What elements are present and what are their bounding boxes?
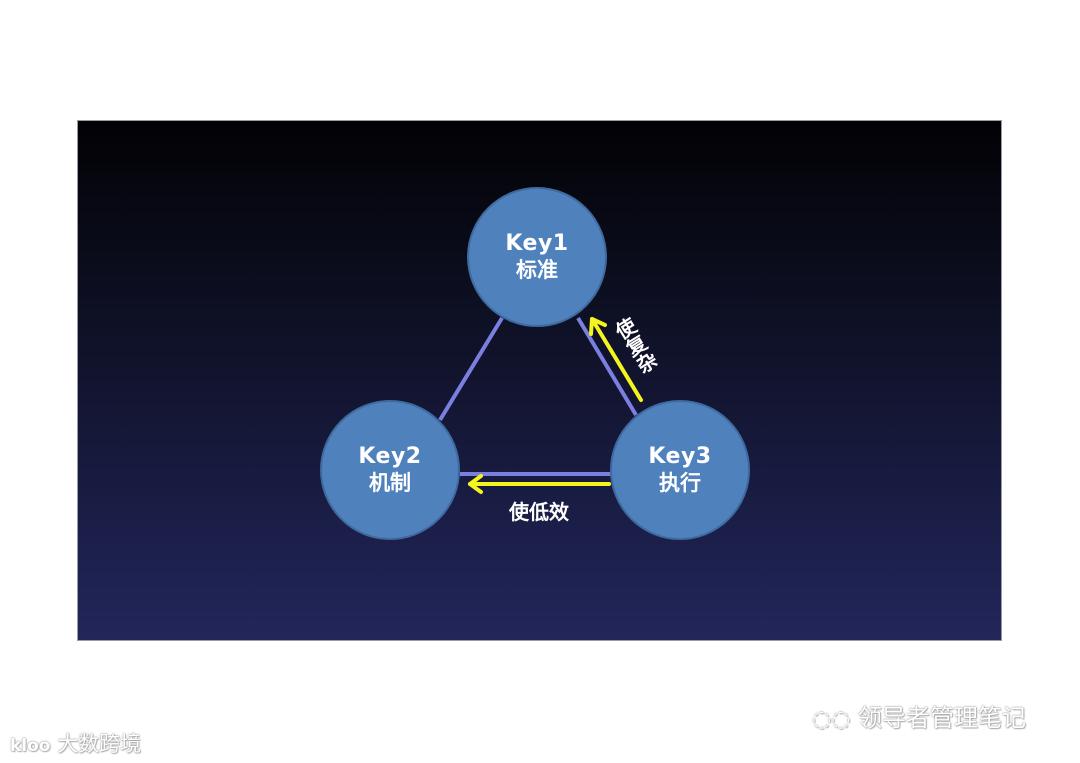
node-key1: Key1 标准 [467,187,607,327]
kloo-logo-icon: kloo [10,736,51,756]
node-key1-label: 标准 [516,257,558,282]
node-key3: Key3 执行 [610,400,750,540]
watermark-left: kloo 大数跨境 [10,728,141,758]
arrow-icon-to-key2 [468,474,611,494]
watermark-left-text: 大数跨境 [57,732,142,756]
arrow-label-inefficient: 使低效 [509,500,569,524]
node-key2-title: Key2 [358,443,422,469]
node-key2-label: 机制 [369,470,411,495]
watermark-right-text: 领导者管理笔记 [858,704,1027,732]
edge-key1-key2 [438,316,504,422]
node-key1-title: Key1 [505,230,569,256]
watermark-right: ◌◌ 领导者管理笔记 [812,698,1026,733]
node-key3-title: Key3 [648,443,712,469]
node-key3-label: 执行 [659,470,701,495]
edge-key1-key3 [576,316,638,417]
wechat-icon: ◌◌ [812,707,851,732]
arrow-icon-to-key1 [589,317,643,402]
node-key2: Key2 机制 [320,400,460,540]
